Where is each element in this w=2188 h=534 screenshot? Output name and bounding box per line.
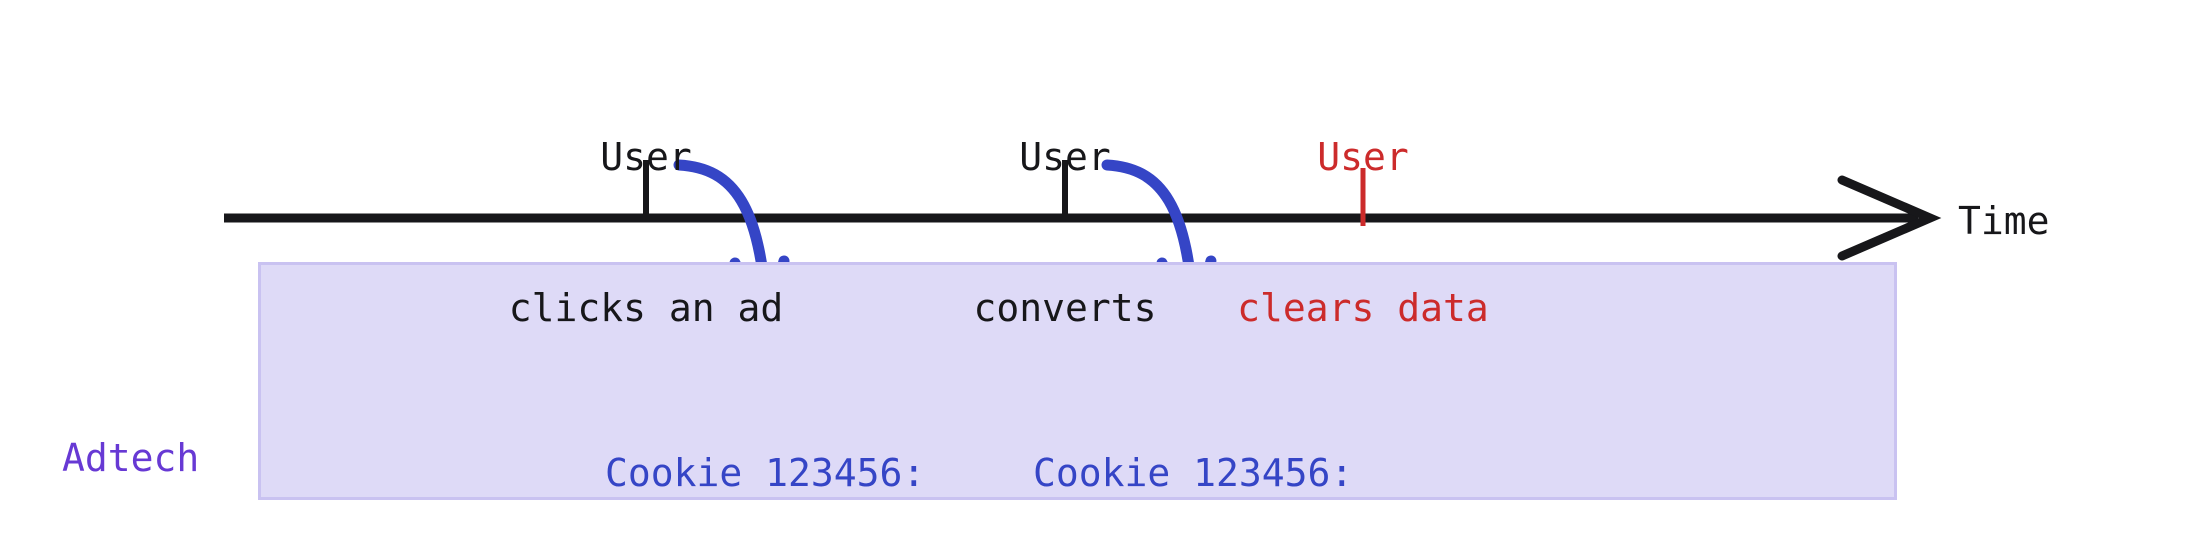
event-label-click-line1: User [600,135,692,180]
event-label-clear-data-line2: clears data [1237,285,1489,330]
event-label-click: User clicks an ad [446,32,846,433]
event-label-convert-line1: User [1019,135,1111,180]
adtech-server-label-line1: Adtech [62,435,200,480]
event-label-convert: User converts [865,32,1265,433]
log-entry-ad-clicked-line1: Cookie 123456: [605,451,926,496]
log-entry-converted-line1: Cookie 123456: [1033,451,1354,496]
event-label-click-line2: clicks an ad [508,285,784,330]
log-entry-converted: Cookie 123456: Converted [1033,347,1353,534]
arrow-right-icon [1837,175,1942,261]
log-entry-ad-clicked: Cookie 123456: Ad clicked [605,347,925,534]
adtech-server-label: Adtech server [62,330,272,534]
event-label-convert-line2: converts [973,285,1157,330]
adtech-server-box [258,262,1897,500]
event-label-clear-data-line1: User [1317,135,1409,180]
event-label-clear-data: User clears data [1163,32,1563,433]
time-axis-label: Time [1958,199,2050,243]
